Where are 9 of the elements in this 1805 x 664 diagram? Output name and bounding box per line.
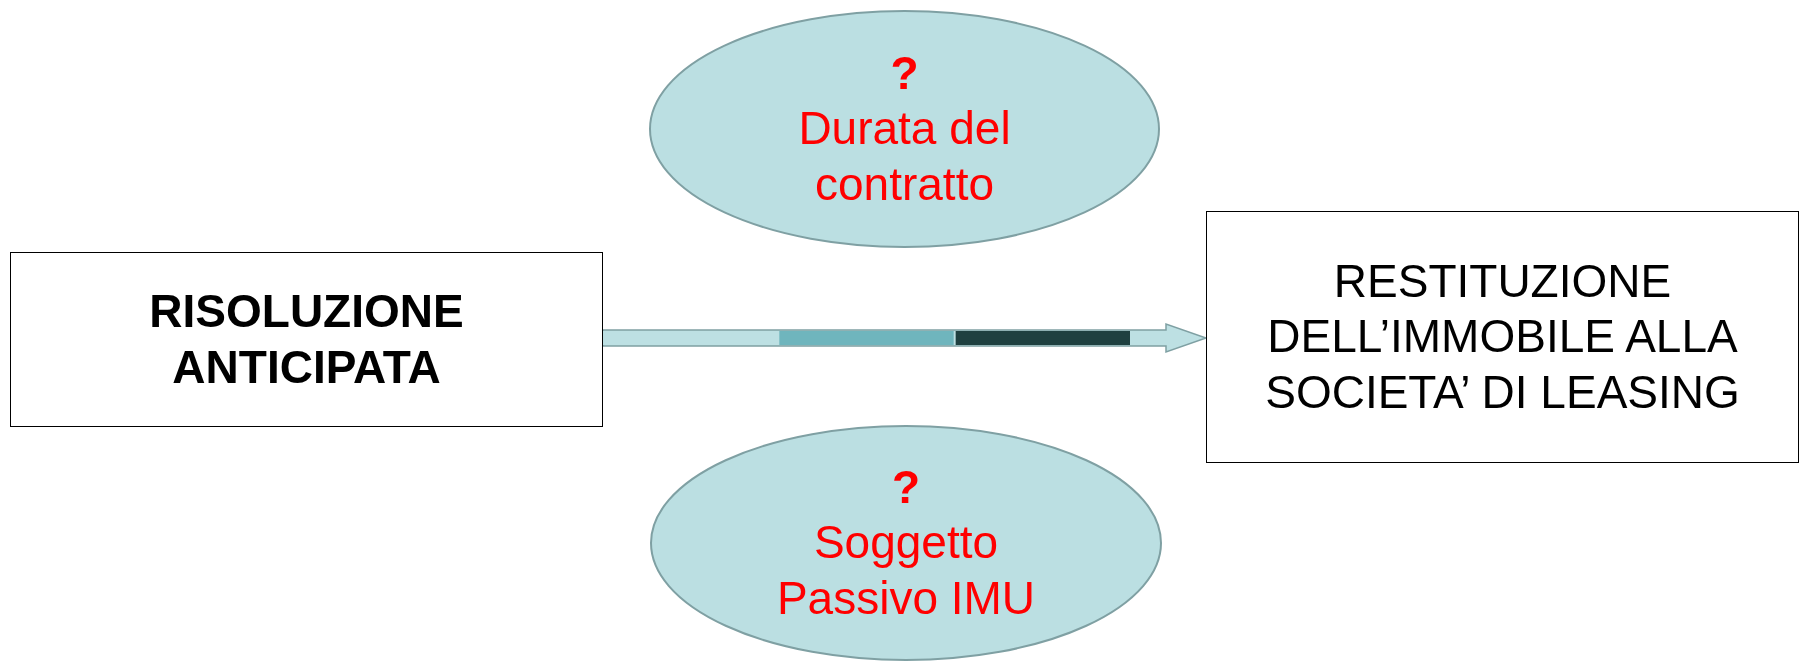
- box-label: RESTITUZIONE DELL’IMMOBILE ALLA SOCIETA’ DI LEASING: [1264, 254, 1741, 420]
- question-mark: ?: [891, 460, 921, 516]
- ellipse-label: Soggetto Passivo IMU: [775, 515, 1037, 626]
- text-box: [10, 252, 603, 427]
- segmented-block-arrow: [602, 322, 1209, 354]
- text-box: [1206, 211, 1799, 463]
- question-mark: ?: [890, 46, 919, 102]
- ellipse-label: Durata del contratto: [797, 101, 1012, 212]
- box-label: RISOLUZIONE ANTICIPATA: [148, 284, 465, 395]
